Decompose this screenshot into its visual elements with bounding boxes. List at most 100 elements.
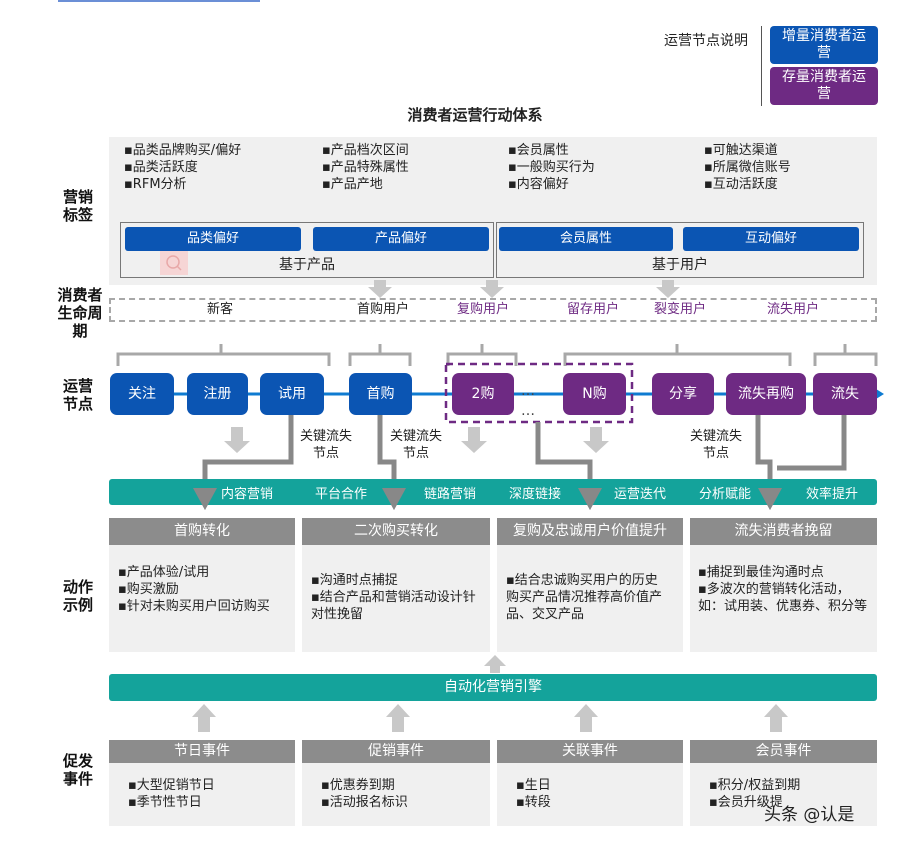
tag-item: ▪可触达渠道 <box>704 143 778 158</box>
list-item: ▪沟通时点捕捉 <box>311 573 398 588</box>
event-list-4: ▪积分/权益到期 ▪会员升级提 <box>709 777 800 811</box>
stage-referral-user: 裂变用户 <box>653 302 706 317</box>
tags-col-4: ▪可触达渠道 ▪所属微信账号 ▪互动活跃度 <box>704 142 791 193</box>
legend-title: 运营节点说明 <box>664 33 748 49</box>
node-ellipsis-lower: … <box>521 403 535 419</box>
channel-ops-iteration: 运营迭代 <box>614 487 667 502</box>
event-list-3: ▪生日 ▪转段 <box>516 777 551 811</box>
row-label-marketing-tags: 营销标签 <box>62 188 93 224</box>
tag-item: ▪品类活跃度 <box>124 160 198 175</box>
stage-churned-user: 流失用户 <box>766 302 819 317</box>
tag-item: ▪所属微信账号 <box>704 160 791 175</box>
event-header-holiday: 节日事件 <box>109 740 295 763</box>
action-header-second-purchase: 二次购买转化 <box>302 518 490 545</box>
node-follow: 关注 <box>110 373 174 415</box>
action-header-first-purchase: 首购转化 <box>109 518 295 545</box>
list-item: ▪结合忠诚购买用户的历史购买产品情况推荐高价值产品、交叉产品 <box>506 573 663 622</box>
stage-repurchase-user: 复购用户 <box>456 302 509 317</box>
list-item: ▪会员升级提 <box>709 795 783 810</box>
legend-divider <box>761 26 762 106</box>
event-header-promotion: 促销事件 <box>302 740 490 763</box>
watermark: 头条 @认是 <box>764 805 855 825</box>
node-register: 注册 <box>187 373 248 415</box>
channel-items: 内容营销 平台合作 链路营销 深度链接 运营迭代 分析赋能 效率提升 <box>109 479 877 505</box>
tag-item: ▪内容偏好 <box>508 177 569 192</box>
down-arrow-icon <box>368 280 680 298</box>
channel-bar <box>109 479 877 505</box>
list-item: ▪优惠券到期 <box>321 778 395 793</box>
tag-pill-member-attribute: 会员属性 <box>499 227 673 251</box>
node-share: 分享 <box>652 373 714 415</box>
event-list-2: ▪优惠券到期 ▪活动报名标识 <box>321 777 408 811</box>
node-second-purchase: 2购 <box>452 373 514 415</box>
node-ellipsis-upper: … <box>521 383 535 399</box>
node-churn-repurchase: 流失再购 <box>726 373 806 415</box>
tags-col-3: ▪会员属性 ▪一般购买行为 ▪内容偏好 <box>508 142 595 193</box>
tag-item: ▪一般购买行为 <box>508 160 595 175</box>
search-icon[interactable] <box>160 251 188 275</box>
channel-chain-marketing: 链路营销 <box>424 487 477 502</box>
node-trial: 试用 <box>260 373 324 415</box>
action-list-3: ▪结合忠诚购买用户的历史购买产品情况推荐高价值产品、交叉产品 <box>506 572 666 623</box>
key-churn-label-2: 关键流失节点 <box>389 429 442 461</box>
channel-platform-cooperation: 平台合作 <box>315 487 368 502</box>
event-list-1: ▪大型促销节日 ▪季节性节日 <box>128 777 215 811</box>
action-list-4: ▪捕捉到最佳沟通时点 ▪多波次的营销转化活动，如：试用装、优惠券、积分等 <box>698 564 870 615</box>
channel-deep-link: 深度链接 <box>509 487 562 502</box>
action-header-loyalty: 复购及忠诚用户价值提升 <box>497 518 683 545</box>
list-item: ▪多波次的营销转化活动，如：试用装、优惠券、积分等 <box>698 582 868 614</box>
row-label-lifecycle: 消费者生命周期 <box>57 286 103 340</box>
node-nth-purchase: N购 <box>563 373 626 415</box>
stage-first-purchase-user: 首购用户 <box>356 302 409 317</box>
tag-item: ▪会员属性 <box>508 143 569 158</box>
group-label-user: 基于用户 <box>652 257 708 273</box>
lifecycle-bar <box>109 298 877 322</box>
tag-pill-product-preference: 产品偏好 <box>313 227 489 251</box>
group-box-product <box>120 222 494 278</box>
list-item: ▪结合产品和营销活动设计针对性挽留 <box>311 590 476 622</box>
tag-item: ▪产品档次区间 <box>322 143 409 158</box>
event-header-associated: 关联事件 <box>497 740 683 763</box>
key-churn-label-3: 关键流失节点 <box>689 429 742 461</box>
list-item: ▪季节性节日 <box>128 795 202 810</box>
tags-col-1: ▪品类品牌购买/偏好 ▪品类活跃度 ▪RFM分析 <box>124 142 241 193</box>
tag-item: ▪互动活跃度 <box>704 177 778 192</box>
node-churn: 流失 <box>813 373 877 415</box>
tag-item: ▪产品产地 <box>322 177 383 192</box>
list-item: ▪转段 <box>516 795 551 810</box>
row-label-action-examples: 动作示例 <box>62 578 93 614</box>
row-label-trigger-events: 促发事件 <box>62 752 93 788</box>
tag-pill-interaction-preference: 互动偏好 <box>683 227 859 251</box>
stage-retained-user: 留存用户 <box>566 302 619 317</box>
tag-item: ▪产品特殊属性 <box>322 160 409 175</box>
action-list-2: ▪沟通时点捕捉 ▪结合产品和营销活动设计针对性挽留 <box>311 572 481 623</box>
list-item: ▪针对未购买用户回访购买 <box>118 599 270 614</box>
tag-item: ▪品类品牌购买/偏好 <box>124 143 242 158</box>
list-item: ▪购买激励 <box>118 582 179 597</box>
channel-content-marketing: 内容营销 <box>221 487 274 502</box>
list-item: ▪大型促销节日 <box>128 778 215 793</box>
channel-efficiency-improvement: 效率提升 <box>806 487 859 502</box>
automation-engine-bar: 自动化营销引擎 <box>109 674 877 701</box>
list-item: ▪生日 <box>516 778 551 793</box>
legend-incremental: 增量消费者运营 <box>770 26 878 64</box>
channel-analysis-empowerment: 分析赋能 <box>699 487 752 502</box>
group-label-product: 基于产品 <box>279 257 335 273</box>
group-box-user <box>496 222 864 278</box>
list-item: ▪活动报名标识 <box>321 795 408 810</box>
list-item: ▪捕捉到最佳沟通时点 <box>698 565 824 580</box>
node-first-purchase: 首购 <box>349 373 412 415</box>
row-label-ops-nodes: 运营节点 <box>62 377 93 413</box>
list-item: ▪产品体验/试用 <box>118 565 210 580</box>
event-header-member: 会员事件 <box>690 740 877 763</box>
action-list-1: ▪产品体验/试用 ▪购买激励 ▪针对未购买用户回访购买 <box>118 564 290 615</box>
tags-col-2: ▪产品档次区间 ▪产品特殊属性 ▪产品产地 <box>322 142 409 193</box>
top-link-underline[interactable] <box>58 0 260 2</box>
action-header-churn-retention: 流失消费者挽留 <box>690 518 877 545</box>
tag-pill-category-preference: 品类偏好 <box>125 227 301 251</box>
tag-item: ▪RFM分析 <box>124 177 187 192</box>
legend-existing: 存量消费者运营 <box>770 67 878 105</box>
list-item: ▪积分/权益到期 <box>709 778 801 793</box>
key-churn-label-1: 关键流失节点 <box>299 429 352 461</box>
